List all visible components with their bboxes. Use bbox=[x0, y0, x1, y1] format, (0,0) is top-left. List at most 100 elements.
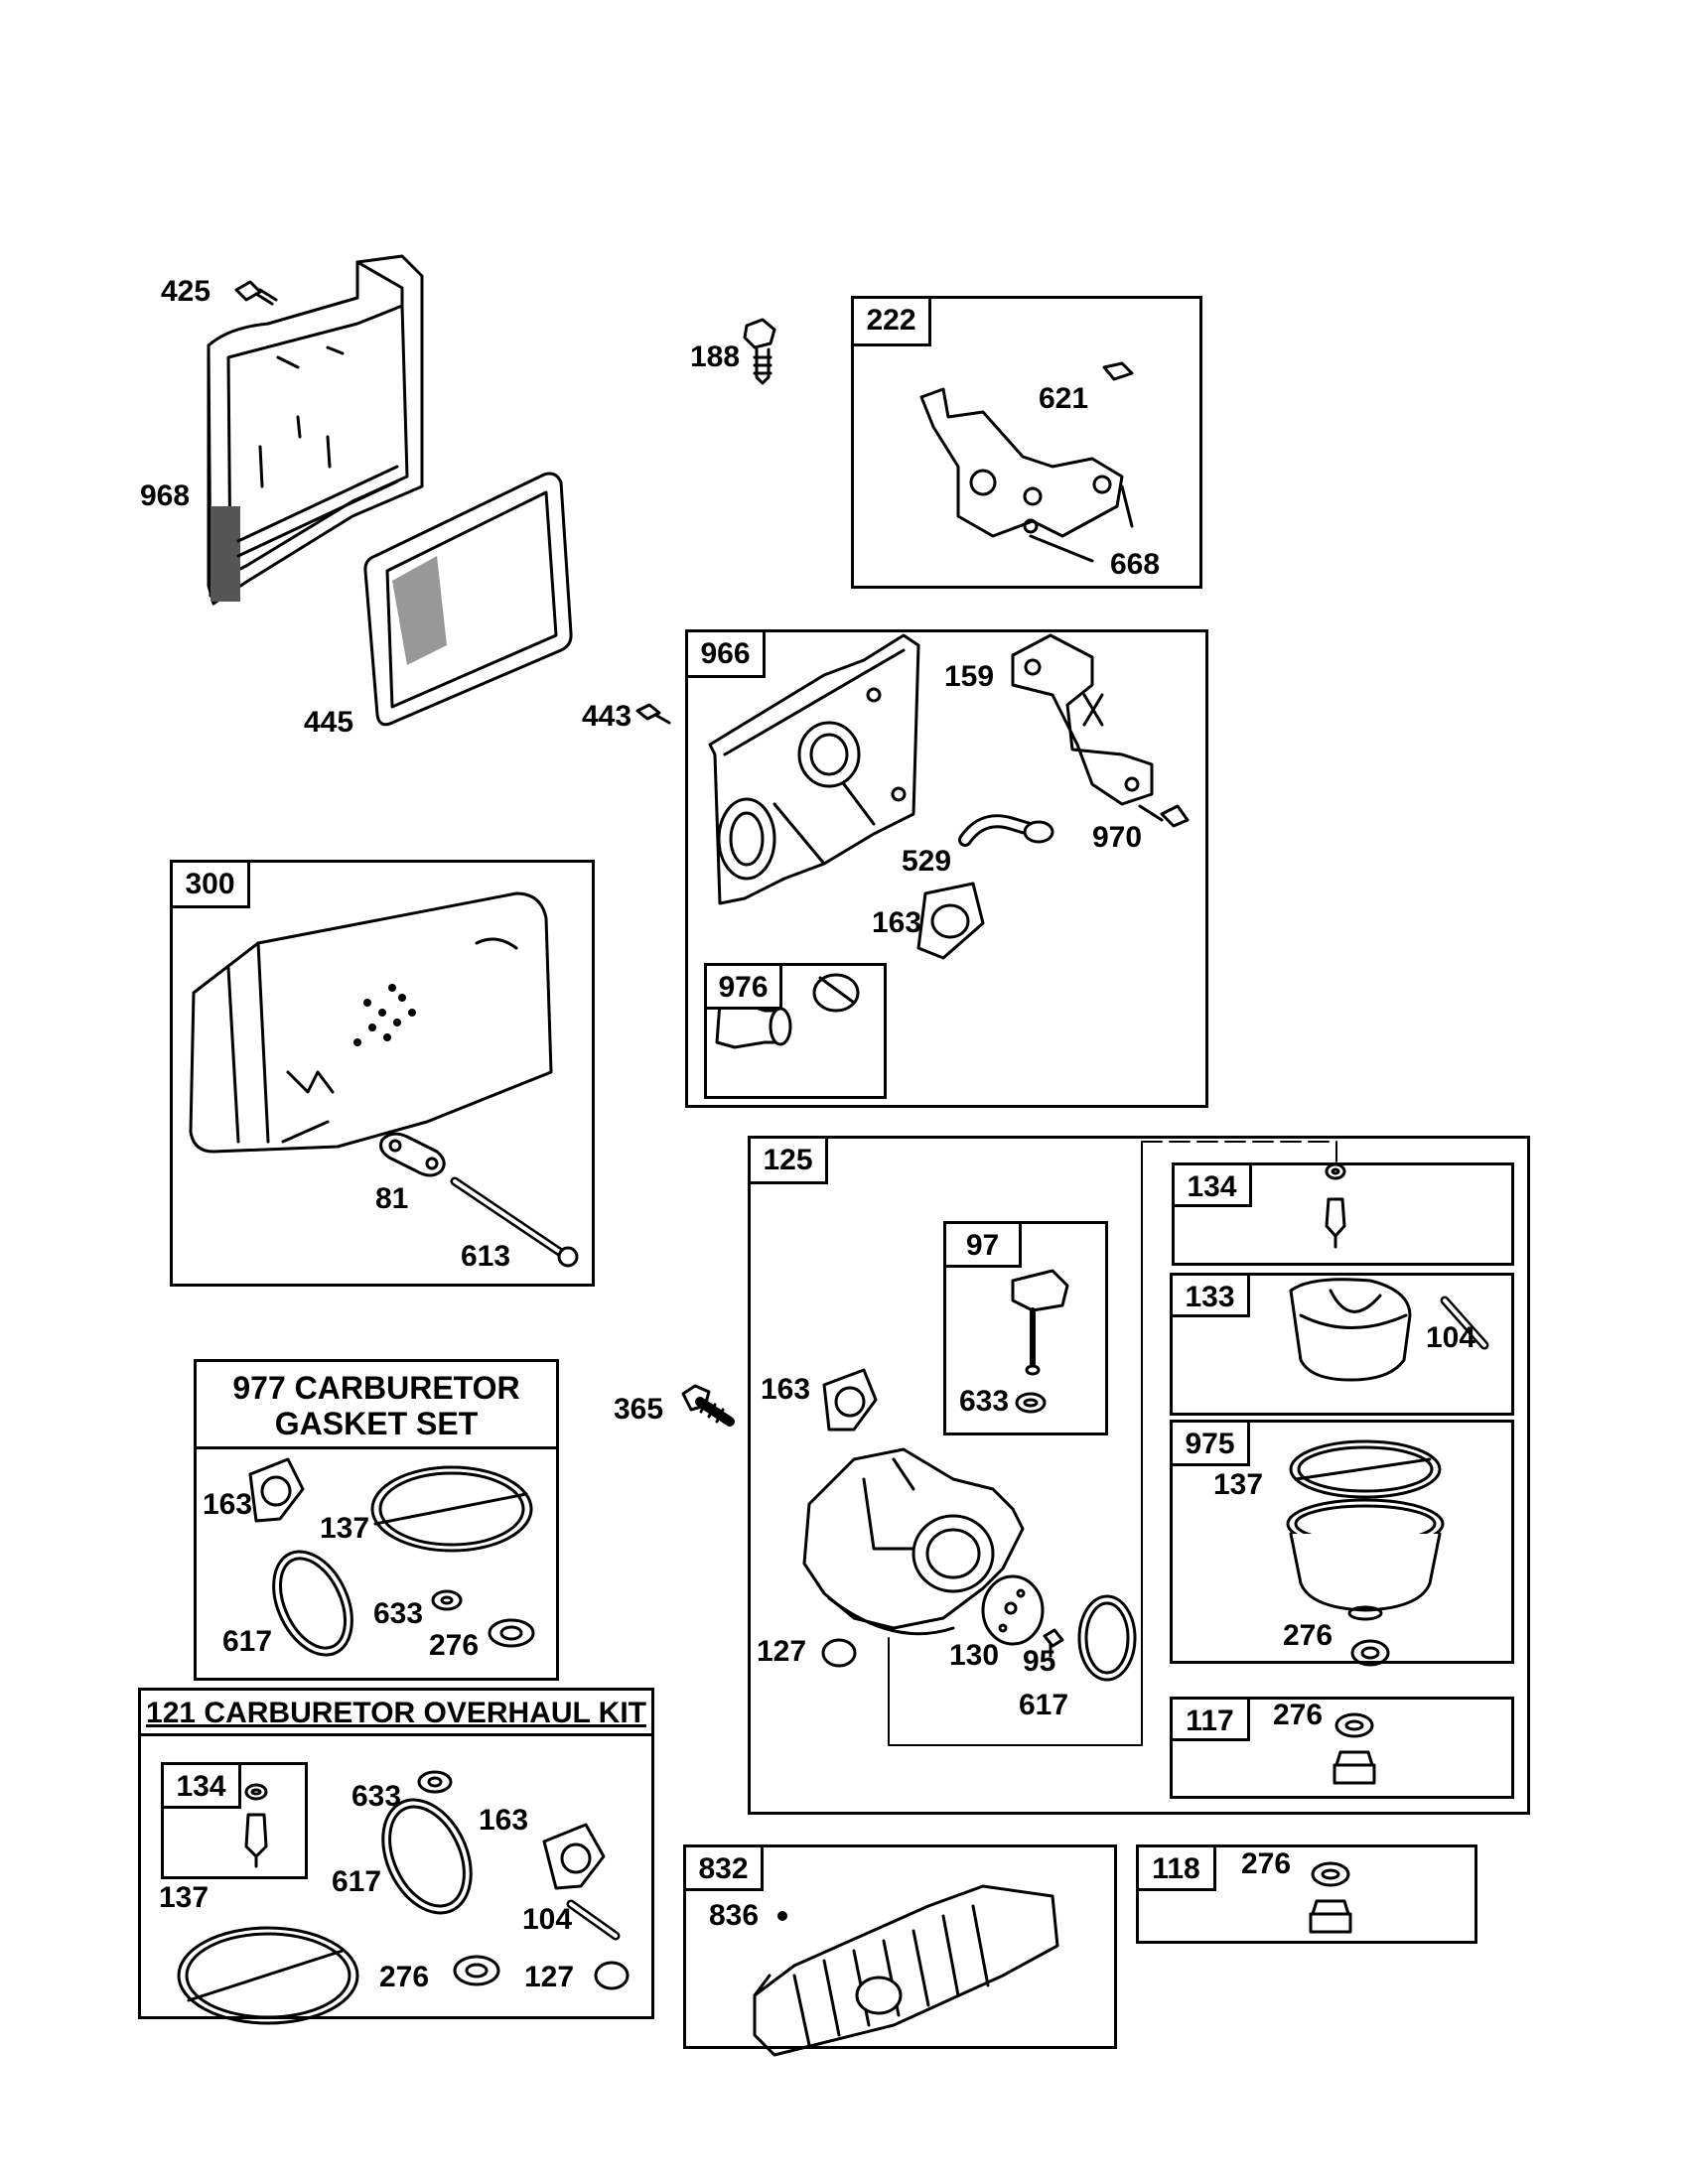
part-label-365: 365 bbox=[614, 1393, 664, 1426]
part-label-130: 130 bbox=[949, 1639, 1000, 1672]
box-133-tag: 133 bbox=[1173, 1276, 1250, 1317]
part-label-445: 445 bbox=[304, 706, 354, 739]
gasket-163-icon bbox=[916, 882, 985, 960]
box-134-right: 134 bbox=[1172, 1162, 1514, 1266]
part-label-163-carb: 163 bbox=[761, 1373, 811, 1406]
box-97: 97 bbox=[943, 1221, 1108, 1435]
box-97-tag: 97 bbox=[946, 1224, 1022, 1268]
part-label-276-bowl: 276 bbox=[1283, 1619, 1333, 1652]
bracket-159-icon bbox=[1011, 633, 1154, 806]
carburetor-body-icon bbox=[802, 1447, 1025, 1668]
part-label-425: 425 bbox=[161, 275, 211, 308]
drain-screw-117-icon bbox=[1333, 1712, 1376, 1785]
box-117: 117 bbox=[1170, 1697, 1514, 1799]
box-976: 976 bbox=[704, 963, 887, 1099]
box-222-tag: 222 bbox=[854, 299, 931, 346]
gasket-set-header: 977 CARBURETOR GASKET SET bbox=[197, 1362, 556, 1449]
box-117-tag: 117 bbox=[1173, 1700, 1250, 1741]
gasket-163b-icon bbox=[822, 1368, 878, 1432]
float-133-icon bbox=[1289, 1278, 1489, 1382]
gasket-set-title-line1: 977 CARBURETOR bbox=[232, 1370, 520, 1406]
part-label-970: 970 bbox=[1092, 821, 1143, 854]
guard-832-icon bbox=[753, 1884, 1059, 2057]
bolt-188-icon bbox=[743, 318, 776, 385]
box-975-tag: 975 bbox=[1173, 1423, 1250, 1466]
adapter-plate-icon bbox=[708, 633, 920, 905]
carb-small-parts-icon bbox=[981, 1574, 1137, 1682]
part-label-617-kit: 617 bbox=[332, 1865, 382, 1898]
part-label-95: 95 bbox=[1023, 1645, 1056, 1678]
part-label-529: 529 bbox=[902, 845, 952, 878]
muffler-icon bbox=[189, 891, 553, 1154]
air-cleaner-base-icon bbox=[207, 254, 424, 606]
overhaul-kit-title: 121 CARBURETOR OVERHAUL KIT bbox=[146, 1697, 646, 1729]
part-label-633-gasket-set: 633 bbox=[373, 1597, 424, 1630]
filter-976-icon bbox=[715, 973, 860, 1049]
part-label-104-float: 104 bbox=[1426, 1321, 1476, 1354]
part-label-617-gasket-set: 617 bbox=[222, 1625, 273, 1658]
part-label-968: 968 bbox=[140, 479, 191, 512]
part-label-127-kit: 127 bbox=[524, 1961, 575, 1993]
box-125: 125 97 134 133 975 117 bbox=[748, 1136, 1530, 1815]
gasket-set-parts-icon bbox=[248, 1457, 535, 1657]
box-134-kit-tag: 134 bbox=[164, 1765, 241, 1809]
drain-screw-118-icon bbox=[1309, 1861, 1352, 1934]
box-966-tag: 966 bbox=[688, 632, 766, 678]
box-121: 121 CARBURETOR OVERHAUL KIT 134 bbox=[138, 1688, 654, 2019]
box-976-tag: 976 bbox=[707, 966, 782, 1010]
part-label-668: 668 bbox=[1110, 548, 1161, 581]
box-977: 977 CARBURETOR GASKET SET bbox=[194, 1359, 559, 1681]
overhaul-kit-header: 121 CARBURETOR OVERHAUL KIT bbox=[141, 1691, 651, 1736]
gasket-set-title-line2: GASKET SET bbox=[274, 1406, 479, 1441]
part-label-163-gasket-set: 163 bbox=[203, 1488, 253, 1521]
control-bracket-icon bbox=[919, 361, 1134, 563]
box-118-tag: 118 bbox=[1139, 1847, 1216, 1891]
box-832: 832 bbox=[683, 1844, 1117, 2049]
box-832-tag: 832 bbox=[686, 1847, 764, 1891]
gasket-81-icon bbox=[379, 1132, 446, 1177]
box-300-tag: 300 bbox=[173, 863, 250, 908]
needle-134-icon bbox=[1325, 1162, 1346, 1249]
part-label-276-kit: 276 bbox=[379, 1961, 430, 1993]
overhaul-kit-parts-icon bbox=[177, 1770, 630, 2025]
part-label-276-117: 276 bbox=[1273, 1699, 1324, 1731]
hose-529-icon bbox=[958, 814, 1054, 847]
part-label-276-gasket-set: 276 bbox=[429, 1629, 480, 1662]
part-label-127-carb: 127 bbox=[757, 1635, 807, 1668]
box-118: 118 bbox=[1136, 1844, 1477, 1944]
guide-lines-icon bbox=[888, 1141, 1337, 1746]
bolt-365-icon bbox=[681, 1384, 735, 1427]
part-label-836: 836 bbox=[709, 1899, 760, 1932]
part-label-163-adapter: 163 bbox=[872, 906, 922, 939]
box-966: 966 976 bbox=[685, 629, 1208, 1108]
screw-425-icon bbox=[234, 280, 278, 306]
part-label-621: 621 bbox=[1039, 382, 1089, 415]
part-label-159: 159 bbox=[944, 660, 995, 693]
part-label-443: 443 bbox=[582, 700, 632, 733]
part-label-104-kit: 104 bbox=[522, 1903, 573, 1936]
part-label-633-kit: 633 bbox=[351, 1780, 402, 1813]
tube-613-icon bbox=[450, 1176, 579, 1268]
part-label-137-kit: 137 bbox=[159, 1881, 210, 1914]
part-label-613: 613 bbox=[461, 1240, 511, 1273]
box-133: 133 bbox=[1170, 1273, 1514, 1416]
box-134-right-tag: 134 bbox=[1175, 1165, 1252, 1207]
box-125-tag: 125 bbox=[751, 1139, 828, 1184]
float-bowl-icon bbox=[1286, 1439, 1445, 1667]
part-label-276-118: 276 bbox=[1241, 1847, 1292, 1880]
part-label-163-kit: 163 bbox=[479, 1804, 529, 1837]
part-label-137-gasket-set: 137 bbox=[320, 1512, 370, 1545]
box-134-kit: 134 bbox=[161, 1762, 308, 1879]
part-label-188: 188 bbox=[690, 341, 741, 373]
part-label-617-carb: 617 bbox=[1019, 1689, 1069, 1721]
air-filter-icon bbox=[363, 472, 573, 727]
throttle-shaft-icon bbox=[1011, 1269, 1069, 1414]
part-label-81: 81 bbox=[375, 1182, 409, 1215]
box-300: 300 bbox=[170, 860, 595, 1287]
screw-443-icon bbox=[635, 703, 671, 725]
part-label-137-bowl: 137 bbox=[1213, 1468, 1264, 1501]
box-975: 975 bbox=[1170, 1420, 1514, 1664]
box-222: 222 bbox=[851, 296, 1202, 589]
